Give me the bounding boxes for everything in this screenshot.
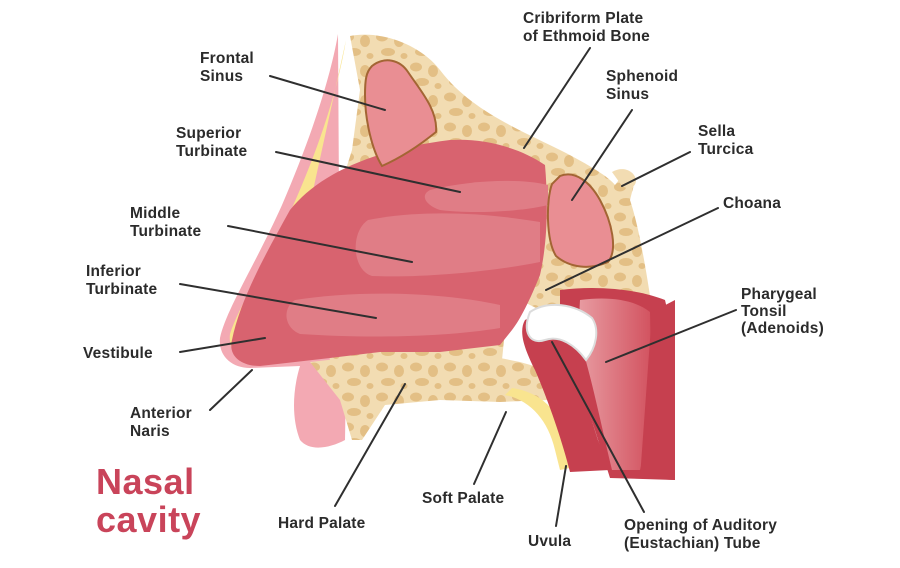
diagram-title: Nasal cavity xyxy=(96,461,205,540)
leader-pharyngeal-tonsil xyxy=(605,309,737,363)
leader-superior-turbinate xyxy=(275,151,461,193)
leader-inferior-turbinate xyxy=(179,283,377,319)
title-line-1: Nasal xyxy=(96,461,195,502)
sella-turcica-shape xyxy=(612,169,636,188)
eustachian-opening-shape xyxy=(525,303,598,362)
leader-frontal-sinus xyxy=(269,75,386,111)
label-hard-palate: Hard Palate xyxy=(278,515,366,532)
label-middle-turbinate: Middle Turbinate xyxy=(130,205,201,240)
label-vestibule: Vestibule xyxy=(83,345,153,362)
inferior-turbinate-shape xyxy=(286,293,500,337)
leader-uvula xyxy=(555,465,567,527)
frontal-sinus-shape xyxy=(363,59,438,168)
label-soft-palate: Soft Palate xyxy=(422,490,504,507)
label-inferior-turbinate: Inferior Turbinate xyxy=(86,263,157,298)
leader-soft-palate xyxy=(473,411,507,485)
leader-vestibule xyxy=(179,337,266,353)
adenoid-tissue xyxy=(578,298,652,470)
label-choana: Choana xyxy=(723,195,781,212)
leader-anterior-naris xyxy=(209,369,253,411)
labels: Frontal Sinus Cribriform Plate of Ethmoi… xyxy=(83,10,824,552)
leader-middle-turbinate xyxy=(227,225,413,263)
label-anterior-naris: Anterior Naris xyxy=(130,405,196,440)
soft-palate-membrane xyxy=(505,388,570,470)
label-uvula: Uvula xyxy=(528,533,571,550)
label-eustachian-tube: Opening of Auditory (Eustachian) Tube xyxy=(624,517,782,552)
leader-sphenoid-sinus xyxy=(571,109,633,201)
sphenoid-sinus-shape xyxy=(546,173,615,268)
superior-turbinate-shape xyxy=(424,180,548,213)
leader-cribriform xyxy=(523,47,591,149)
label-sella-turcica: Sella Turcica xyxy=(698,123,754,158)
label-superior-turbinate: Superior Turbinate xyxy=(176,125,247,160)
label-cribriform-plate: Cribriform Plate of Ethmoid Bone xyxy=(523,10,650,45)
leader-choana xyxy=(545,207,719,291)
leader-hard-palate xyxy=(334,383,406,507)
soft-palate-shape xyxy=(522,316,610,472)
label-sphenoid-sinus: Sphenoid Sinus xyxy=(606,68,683,103)
leader-sella-turcica xyxy=(621,151,691,187)
title-line-2: cavity xyxy=(96,499,201,540)
hard-palate-bone xyxy=(310,352,548,440)
anatomy-illustration xyxy=(219,34,675,480)
leader-eustachian-tube xyxy=(551,341,645,513)
leader-lines xyxy=(179,47,737,527)
pharynx-back xyxy=(640,300,675,480)
label-frontal-sinus: Frontal Sinus xyxy=(200,50,258,85)
label-pharyngeal-tonsil: Pharygeal Tonsil (Adenoids) xyxy=(741,286,824,337)
